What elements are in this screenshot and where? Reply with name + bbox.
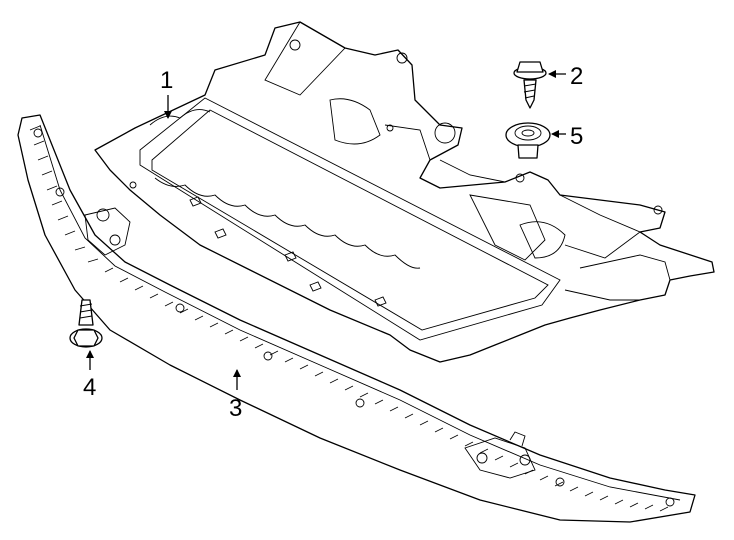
callout-leaders	[86, 70, 566, 390]
push-clip	[505, 122, 551, 159]
callout-1: 1	[160, 67, 173, 94]
underbody-shield	[94, 21, 715, 363]
callout-3: 3	[229, 395, 242, 422]
hex-bolt	[69, 299, 103, 348]
callout-4: 4	[83, 374, 96, 401]
front-lower-spoiler	[17, 114, 696, 523]
callout-2: 2	[570, 63, 583, 90]
hex-flange-screw	[513, 61, 547, 109]
callout-5: 5	[570, 123, 583, 150]
